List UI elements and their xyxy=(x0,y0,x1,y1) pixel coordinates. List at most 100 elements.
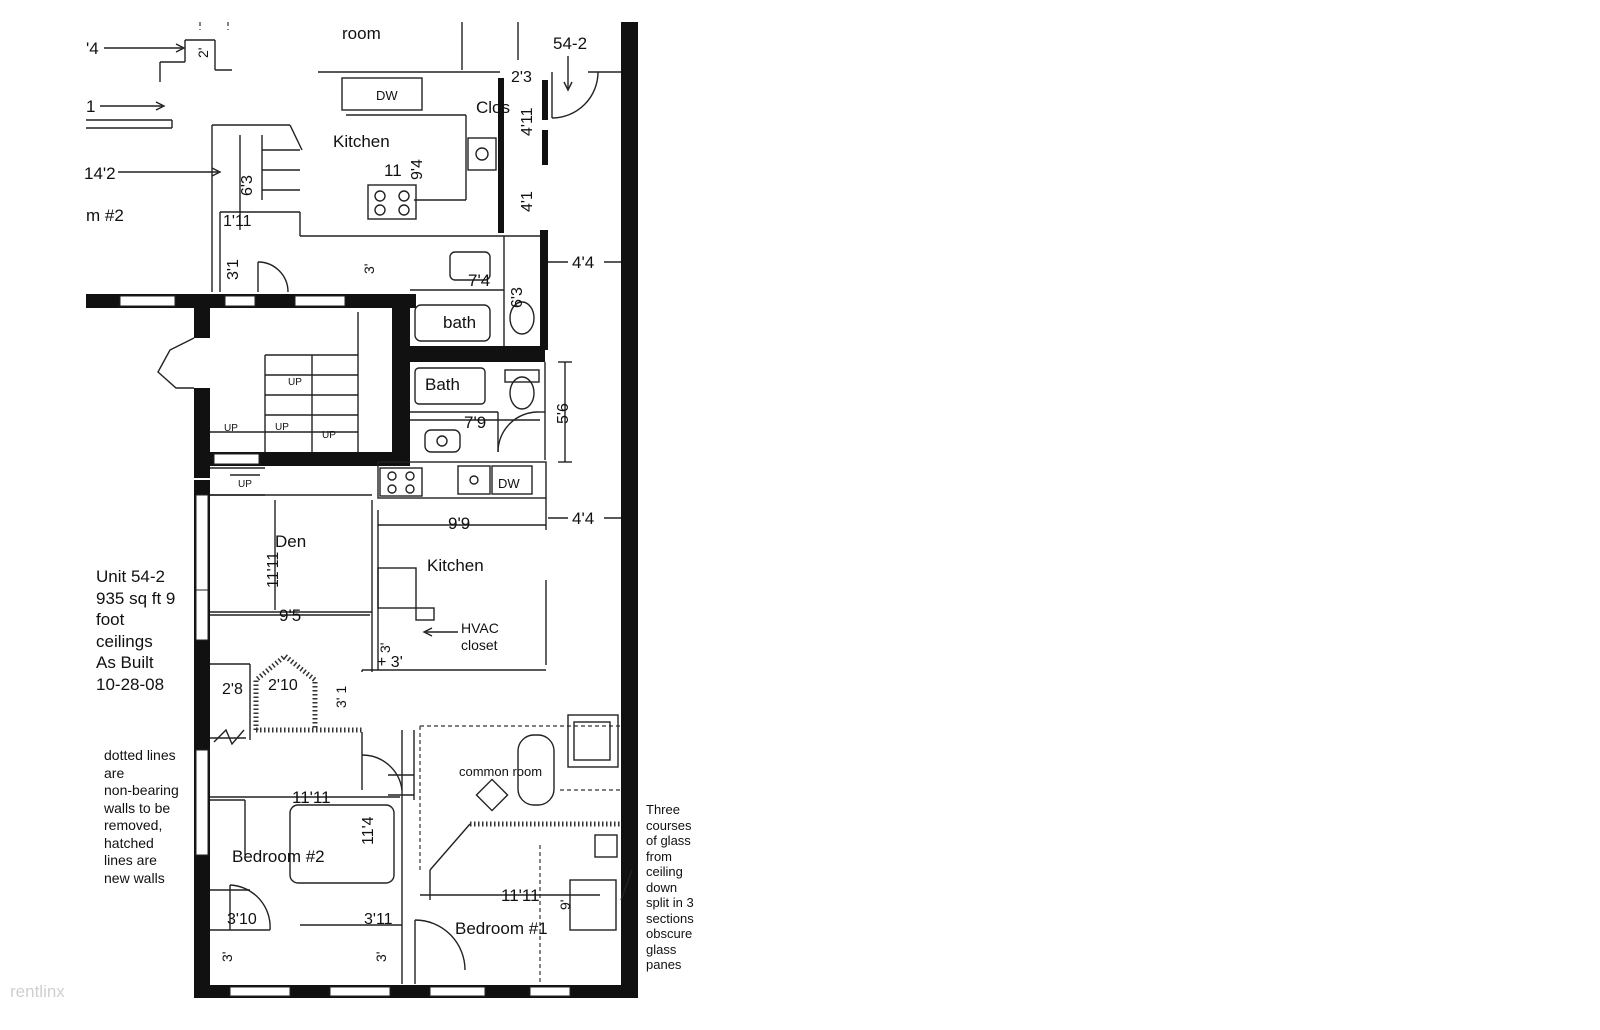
upper-dishwasher-label: DW xyxy=(376,88,398,103)
dim-label: 6'3 xyxy=(239,175,256,196)
common-room-label: common room xyxy=(459,764,542,779)
note-line: courses xyxy=(646,817,692,833)
dim-label: + 3' xyxy=(377,654,403,671)
note-line: dotted lines xyxy=(104,747,176,763)
stair-up-label: UP xyxy=(275,422,289,433)
stair-up-label: UP xyxy=(238,479,252,490)
note-line: Three xyxy=(646,802,680,817)
bedroom-1-label: Bedroom #1 xyxy=(455,919,548,938)
dim-label: 9'9 xyxy=(448,514,470,533)
stair-up-label: UP xyxy=(288,377,302,388)
hvac-label: HVAC xyxy=(461,620,499,636)
unit-info-note: Unit 54-2 935 sq ft 9 foot ceilings As B… xyxy=(96,566,175,695)
note-line: foot xyxy=(96,610,125,629)
note-line: 10-28-08 xyxy=(96,674,165,694)
note-line: new walls xyxy=(104,869,165,886)
kitchen-and-den xyxy=(210,461,547,740)
upper-kitchen-label: Kitchen xyxy=(333,132,390,151)
note-line: glass xyxy=(646,941,677,957)
dim-label: '4 xyxy=(86,39,99,58)
dimension-lines xyxy=(100,43,633,901)
east-wall xyxy=(621,22,638,998)
upper-bath-label: Bath xyxy=(425,375,460,394)
dim-label: 9' xyxy=(557,900,573,910)
dim-label: 3' 1 xyxy=(333,686,349,708)
dim-label: 1 xyxy=(86,97,95,116)
dim-label: 6'3 xyxy=(509,287,526,308)
dim-label: 3'10 xyxy=(227,911,257,928)
stairs-and-lower-bath xyxy=(157,312,546,496)
dim-label: 1'11 xyxy=(223,213,252,230)
partial-room-label: m #2 xyxy=(86,206,124,225)
dim-label: 7'9 xyxy=(464,413,486,432)
interior-heavy-walls xyxy=(86,78,548,478)
new-walls-hatched xyxy=(210,652,621,984)
note-line: of glass xyxy=(646,833,691,848)
den-label: Den xyxy=(275,532,306,551)
stair-labels: UP UP UP UP UP xyxy=(224,377,336,490)
dim-label: 9'4 xyxy=(409,159,426,180)
dim-label: 2'8 xyxy=(222,681,243,698)
stair-up-label: UP xyxy=(322,430,336,441)
hvac-closet-label: closet xyxy=(461,637,498,653)
south-wall xyxy=(194,985,638,998)
watermark-logo: rentlinx xyxy=(10,982,65,1001)
dim-label: 11'11 xyxy=(265,552,282,588)
bedroom-2-label: Bedroom #2 xyxy=(232,847,325,866)
main-dishwasher-label: DW xyxy=(498,476,520,491)
note-line: 935 sq ft 9 xyxy=(96,588,176,608)
note-line: split in 3 xyxy=(646,895,694,910)
stair-up-label: UP xyxy=(224,423,238,434)
dim-label: 7'4 xyxy=(468,271,490,290)
note-line: are xyxy=(104,764,125,781)
dim-label: 11 xyxy=(384,161,402,180)
dotted-lines-note: dotted lines are non-bearing walls to be… xyxy=(104,747,179,887)
dim-label: 11'11 xyxy=(292,788,331,807)
note-line: sections xyxy=(646,910,694,926)
note-line: Unit 54-2 xyxy=(96,567,165,586)
note-line: removed, xyxy=(104,817,163,833)
room-labels: room 54-2 Clos Kitchen DW bath Bath Den … xyxy=(86,24,587,938)
dim-label: 9'5 xyxy=(279,606,301,625)
dim-label: 3' xyxy=(373,952,389,962)
note-line: ceilings xyxy=(96,631,153,651)
closet-label: Clos xyxy=(476,98,510,117)
upper-unit-fixtures xyxy=(86,22,621,346)
note-line: As Built xyxy=(96,653,154,672)
note-line: down xyxy=(646,879,678,895)
note-line: lines are xyxy=(104,852,157,868)
dim-label: 3'11 xyxy=(364,911,393,928)
exterior-walls xyxy=(194,22,638,998)
note-line: obscure xyxy=(646,926,693,941)
dim-label: 3' xyxy=(377,643,393,653)
note-line: from xyxy=(646,848,672,864)
dim-label: 14'2 xyxy=(84,164,116,183)
main-kitchen-label: Kitchen xyxy=(427,556,484,575)
note-line: panes xyxy=(646,957,682,972)
unit-top-label: 54-2 xyxy=(553,34,587,53)
dim-label: 4'11 xyxy=(519,107,536,136)
glass-note: Three courses of glass from ceiling down… xyxy=(646,802,694,973)
lower-bath-label: bath xyxy=(443,313,476,332)
dim-label: 2'10 xyxy=(268,677,298,694)
dim-label: 2'3 xyxy=(511,69,532,86)
bedrooms-and-common-room xyxy=(210,714,621,984)
dim-label: 3' xyxy=(361,264,377,274)
dimension-labels: '4 2' 1 14'2 2'3 4'11 11 9'4 6'3 4'1 1'1… xyxy=(84,39,594,962)
dim-label: 11'4 xyxy=(360,816,377,845)
dim-label: 3' xyxy=(219,952,235,962)
dim-label: 4'4 xyxy=(572,253,594,272)
dim-label: 11'11 xyxy=(501,886,540,905)
note-line: hatched xyxy=(104,834,154,851)
dim-label: 4'1 xyxy=(519,191,536,212)
dim-label: 2' xyxy=(195,48,211,58)
note-line: ceiling xyxy=(646,864,683,879)
dim-label: 3'1 xyxy=(225,259,242,280)
room-top-label: room xyxy=(342,24,381,43)
dim-label: 4'4 xyxy=(572,509,594,528)
note-line: walls to be xyxy=(104,799,171,816)
note-line: non-bearing xyxy=(104,782,179,798)
dim-label: 5'6 xyxy=(555,403,572,424)
